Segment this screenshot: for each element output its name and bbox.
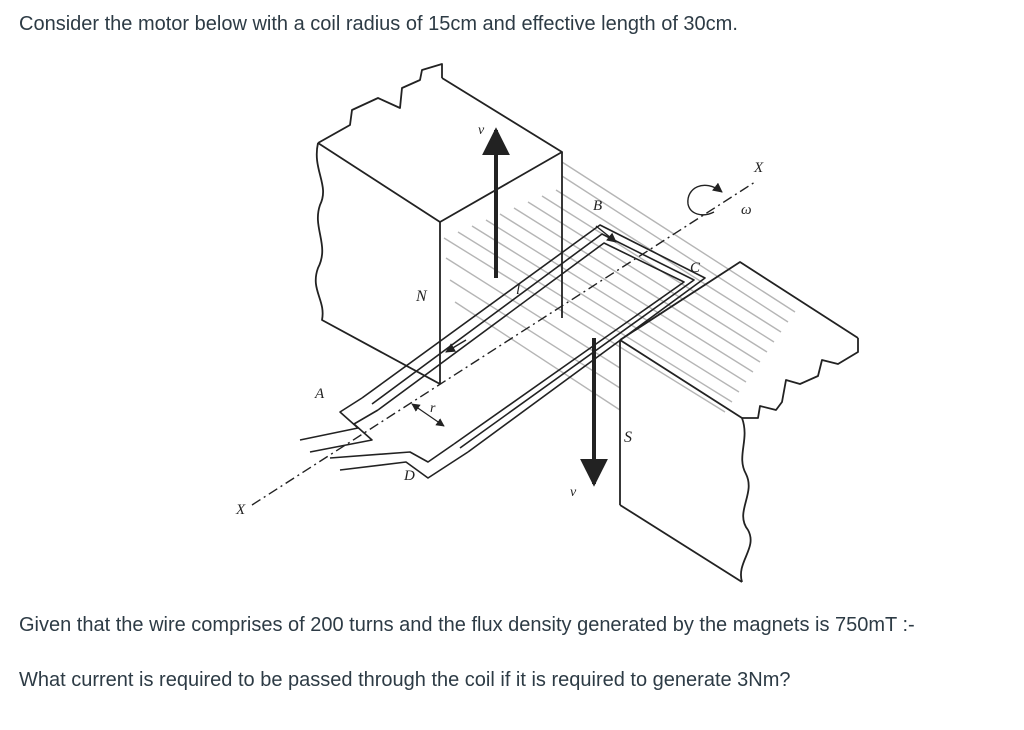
question-given: Given that the wire comprises of 200 tur… [19,614,915,636]
rotation-arrow [687,182,723,216]
label-field-b: B [593,198,602,214]
label-radius: r [430,401,436,416]
question-intro: Consider the motor below with a coil rad… [19,13,738,35]
label-corner-a: A [314,386,325,402]
label-corner-c: C [690,260,701,276]
field-lines [443,161,796,413]
current-arrow-top [595,225,617,243]
current-arrow-left [445,339,467,353]
label-corner-d: D [403,468,415,484]
label-velocity-up: v [478,123,485,138]
label-axis-right: X [753,160,764,176]
radius-arrow [411,403,445,427]
label-south: S [624,429,632,446]
label-axis-left: X [235,502,246,518]
south-pole-magnet [619,261,859,583]
north-pole-magnet [314,63,563,385]
label-velocity-down: v [570,485,577,500]
coil [299,224,706,479]
question-ask: What current is required to be passed th… [19,669,791,691]
label-length: l [516,282,520,298]
label-omega: ω [741,202,752,218]
label-north: N [415,288,428,305]
